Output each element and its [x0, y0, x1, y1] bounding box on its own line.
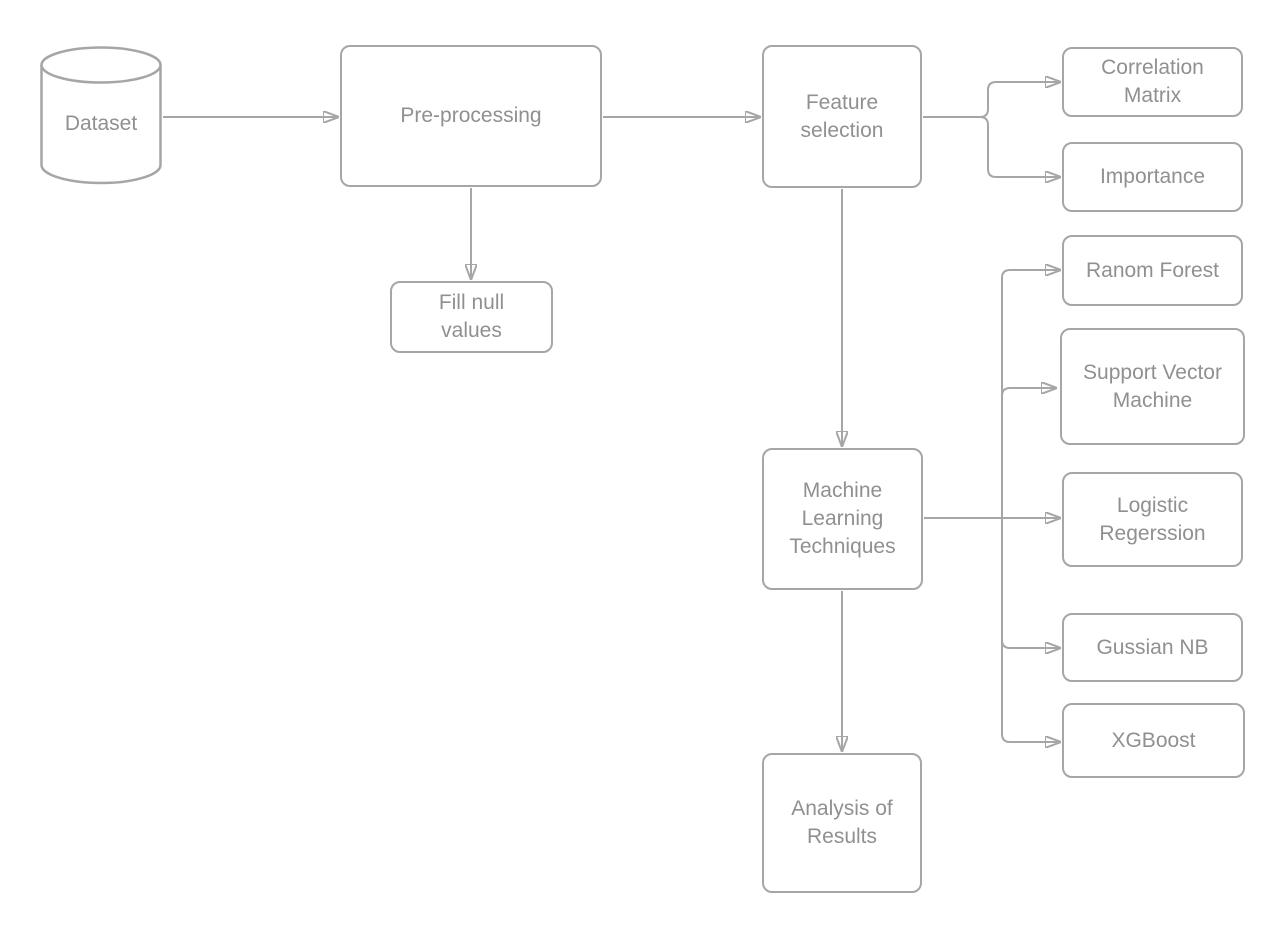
node-label: XGBoost: [1111, 728, 1196, 752]
node-label: Support Vector Machine: [1083, 360, 1222, 412]
node-preprocessing: Pre-processing: [340, 45, 602, 187]
edge-ml-techniques-svm: [1001, 388, 1056, 397]
node-label: Gussian NB: [1096, 635, 1209, 659]
node-label: Logistic Regerssion: [1099, 493, 1206, 545]
node-label: Importance: [1099, 165, 1206, 189]
edge-ml-techniques-xgboost: [1001, 733, 1060, 742]
node-machine-learning-techniques: Machine Learning Techniques: [762, 448, 923, 590]
node-label: Pre-processing: [400, 104, 542, 128]
node-label: Feature selection: [800, 90, 884, 142]
node-label: Analysis of Results: [791, 797, 893, 848]
node-label: Machine Learning Techniques: [789, 479, 896, 558]
node-label: Correlation Matrix: [1101, 56, 1204, 107]
node-random-forest: Ranom Forest: [1062, 235, 1243, 306]
edge-ml-techniques-gussian-nb: [1001, 639, 1060, 648]
node-gussian-nb: Gussian NB: [1062, 613, 1243, 682]
node-feature-selection: Feature selection: [762, 45, 922, 188]
node-importance: Importance: [1062, 142, 1243, 212]
node-dataset: Dataset: [40, 45, 162, 185]
node-correlation-matrix: Correlation Matrix: [1062, 47, 1243, 117]
node-analysis-of-results: Analysis of Results: [762, 753, 922, 893]
node-fill-null-values: Fill null values: [390, 281, 553, 353]
node-label: Fill null values: [438, 291, 505, 342]
node-support-vector-machine: Support Vector Machine: [1060, 328, 1245, 445]
node-xgboost: XGBoost: [1062, 703, 1245, 778]
node-logistic-regression: Logistic Regerssion: [1062, 472, 1243, 567]
edge-feature-selection-correlation-matrix: [923, 82, 1060, 118]
node-label: Dataset: [64, 112, 138, 136]
node-label: Ranom Forest: [1085, 258, 1220, 282]
database-cylinder-icon: [40, 46, 162, 185]
edge-feature-selection-importance: [923, 116, 1060, 177]
edge-ml-techniques-random-forest: [1001, 270, 1060, 734]
